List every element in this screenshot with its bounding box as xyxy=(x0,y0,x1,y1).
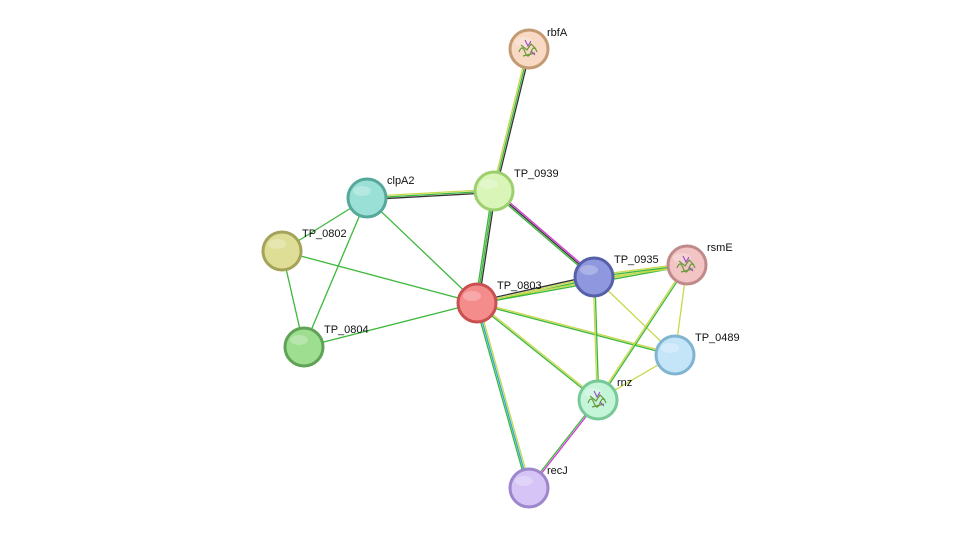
node-rbfA[interactable]: rbfA xyxy=(508,27,568,70)
protein-structure-icon-detail xyxy=(524,39,536,56)
node-highlight xyxy=(580,265,598,275)
edge-rbfA-TP_0939[interactable] xyxy=(491,48,532,192)
edges-layer xyxy=(281,48,689,489)
protein-structure-icon-detail xyxy=(593,390,605,407)
edge-line xyxy=(477,302,532,488)
edge-TP_0802-TP_0803[interactable] xyxy=(281,250,478,304)
edge-line xyxy=(303,197,368,348)
edge-line xyxy=(477,301,599,400)
node-label: rsmE xyxy=(707,242,733,254)
node-label: TP_0804 xyxy=(324,324,369,336)
node-label: TP_0802 xyxy=(302,228,347,240)
edge-line xyxy=(494,49,532,192)
edge-line xyxy=(366,197,478,304)
node-highlight xyxy=(353,186,371,196)
node-circle[interactable] xyxy=(346,177,388,219)
node-label: rbfA xyxy=(547,27,568,39)
edge-line xyxy=(476,303,598,402)
edge-line xyxy=(477,301,676,355)
edge-clpA2-TP_0804[interactable] xyxy=(303,197,368,348)
node-label: recJ xyxy=(547,465,568,477)
node-TP_0489[interactable]: TP_0489 xyxy=(654,332,740,376)
node-circle[interactable] xyxy=(573,256,615,298)
edge-rsmE-rnz[interactable] xyxy=(596,264,689,401)
node-rnz[interactable]: rnz xyxy=(577,377,632,421)
edge-line xyxy=(281,250,478,304)
edge-line xyxy=(494,189,596,277)
node-label: TP_0935 xyxy=(614,254,659,266)
edge-TP_0803-TP_0489[interactable] xyxy=(476,301,676,357)
edge-clpA2-TP_0803[interactable] xyxy=(366,197,478,304)
node-clpA2[interactable]: clpA2 xyxy=(346,175,415,219)
edge-line xyxy=(594,276,600,400)
node-TP_0804[interactable]: TP_0804 xyxy=(283,324,369,368)
node-circle[interactable] xyxy=(577,379,619,421)
edge-TP_0939-clpA2[interactable] xyxy=(366,188,495,201)
edge-line xyxy=(493,48,530,192)
node-highlight xyxy=(268,239,286,249)
node-highlight xyxy=(515,476,533,486)
node-circle[interactable] xyxy=(666,244,708,286)
edge-line xyxy=(493,190,595,278)
node-label: TP_0489 xyxy=(695,332,740,344)
edge-TP_0804-TP_0803[interactable] xyxy=(303,302,478,348)
edge-line xyxy=(474,303,529,489)
edge-TP_0939-TP_0935[interactable] xyxy=(492,189,596,279)
node-circle[interactable] xyxy=(654,334,696,376)
node-recJ[interactable]: recJ xyxy=(508,465,568,509)
edge-line xyxy=(476,302,530,489)
edge-line xyxy=(367,191,495,201)
node-circle[interactable] xyxy=(283,326,325,368)
edge-line xyxy=(366,188,494,198)
node-circle[interactable] xyxy=(508,28,550,70)
node-TP_0939[interactable]: TP_0939 xyxy=(473,168,559,212)
node-label: TP_0939 xyxy=(514,168,559,180)
node-TP_0803[interactable]: TP_0803 xyxy=(456,280,542,324)
edge-line xyxy=(366,190,495,199)
node-circle[interactable] xyxy=(261,230,303,272)
edge-line xyxy=(596,264,687,400)
edge-line xyxy=(592,277,598,401)
protein-structure-icon-detail xyxy=(682,255,694,272)
edge-TP_0935-rnz[interactable] xyxy=(592,276,600,401)
edge-line xyxy=(491,48,529,191)
edge-TP_0803-rnz[interactable] xyxy=(476,301,599,402)
node-highlight xyxy=(480,179,498,189)
node-TP_0935[interactable]: TP_0935 xyxy=(573,254,659,298)
node-rsmE[interactable]: rsmE xyxy=(666,242,733,286)
edge-line xyxy=(476,303,675,357)
node-highlight xyxy=(463,291,481,301)
node-label: TP_0803 xyxy=(497,280,542,292)
node-TP_0802[interactable]: TP_0802 xyxy=(261,228,347,272)
node-label: clpA2 xyxy=(387,175,415,187)
edge-line xyxy=(303,302,478,348)
nodes-layer: rbfATP_0939clpA2TP_0802TP_0803TP_0804TP_… xyxy=(261,27,740,509)
node-label: rnz xyxy=(617,377,632,389)
node-highlight xyxy=(661,343,679,353)
edge-TP_0803-recJ[interactable] xyxy=(474,302,532,489)
node-highlight xyxy=(290,335,308,345)
node-circle[interactable] xyxy=(508,467,550,509)
edge-line xyxy=(492,191,594,279)
node-circle[interactable] xyxy=(456,282,498,324)
edge-line xyxy=(598,265,689,401)
node-circle[interactable] xyxy=(473,170,515,212)
